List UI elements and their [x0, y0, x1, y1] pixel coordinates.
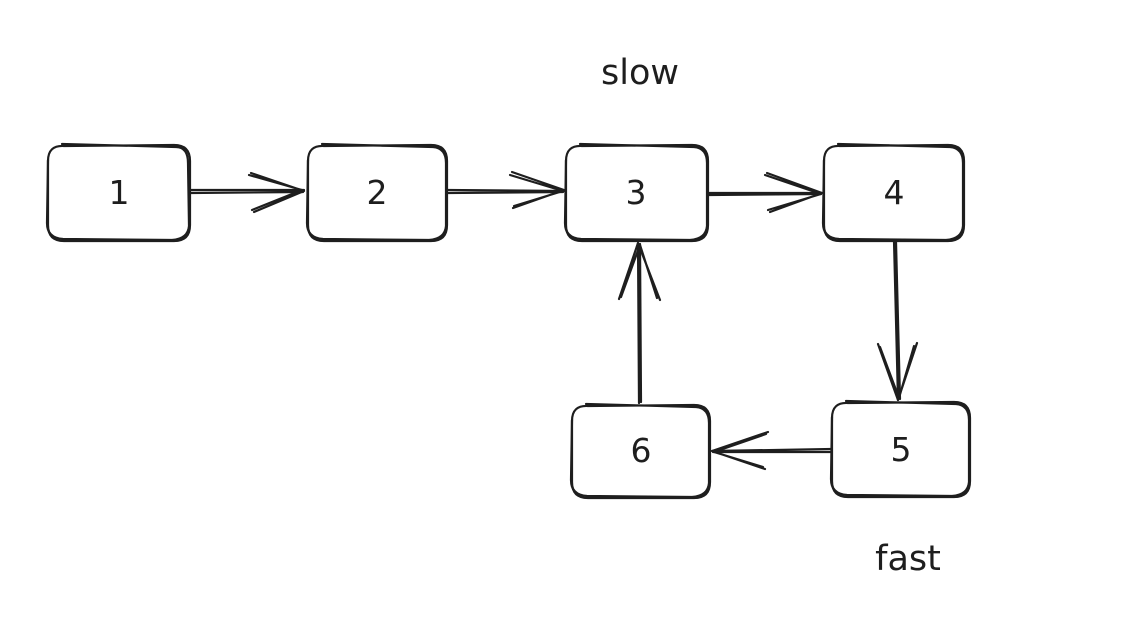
arrow-3-to-4	[706, 171, 824, 214]
node-3-box	[564, 143, 710, 243]
node-6-box	[570, 403, 712, 500]
arrow-1-to-2	[188, 171, 306, 214]
node-1: 1	[45, 142, 192, 243]
arrow-2-to-3	[445, 170, 566, 210]
slow-pointer-label: slow	[601, 53, 679, 93]
node-5-label: 5	[891, 430, 912, 469]
node-5-box	[830, 400, 972, 499]
fast-pointer-label: fast	[875, 539, 941, 579]
node-4: 4	[821, 142, 966, 243]
node-6: 6	[569, 402, 712, 500]
node-3: 3	[563, 142, 710, 243]
node-6-box-sketch	[569, 402, 711, 499]
node-1-label: 1	[109, 173, 130, 212]
node-2-box	[306, 143, 449, 243]
arrow-6-to-3	[617, 241, 662, 405]
arrow-5-to-6	[710, 430, 834, 471]
node-1-box	[46, 143, 192, 243]
node-2-label: 2	[367, 173, 388, 212]
node-2-box-sketch	[305, 142, 448, 242]
node-3-box-sketch	[563, 142, 709, 242]
node-3-label: 3	[626, 173, 647, 212]
node-4-label: 4	[884, 173, 905, 212]
node-4-box-sketch	[821, 142, 965, 242]
arrow-4-to-5	[876, 239, 919, 402]
node-5: 5	[829, 399, 972, 499]
node-4-box	[822, 143, 966, 243]
node-1-box-sketch	[45, 142, 191, 242]
node-6-label: 6	[631, 431, 652, 470]
node-5-box-sketch	[829, 399, 971, 498]
node-2: 2	[305, 142, 449, 243]
